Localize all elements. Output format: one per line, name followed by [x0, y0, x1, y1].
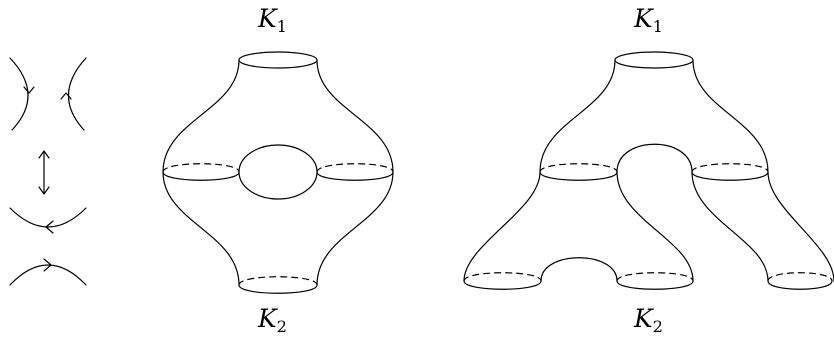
bottom-circle-3-front — [767, 280, 833, 290]
arc-top-left — [9, 57, 29, 131]
bottom-boundary-back — [238, 276, 318, 286]
arrow-tip-top-right — [60, 92, 72, 100]
left-cross-section-front — [539, 171, 618, 181]
right-cross-section-back — [316, 163, 394, 173]
bottom-circle-1-back — [463, 272, 542, 282]
small-bottom-arch — [540, 257, 618, 282]
central-hole — [238, 144, 318, 200]
double-arrow-head-up — [38, 150, 50, 159]
arrow-tip-smile — [45, 220, 54, 234]
left-cross-section-back — [162, 163, 240, 173]
left-outer-contour — [463, 59, 616, 282]
left-cross-section-front — [162, 171, 240, 181]
left-outer-contour — [162, 59, 240, 286]
right-cobordism-surface — [463, 51, 834, 290]
top-boundary-circle — [238, 51, 318, 69]
right-cross-section-back — [691, 163, 769, 173]
bottom-boundary-front — [238, 284, 318, 294]
middle-arch — [616, 143, 693, 173]
inner-left-contour — [616, 171, 694, 282]
arrow-tip-top-left — [23, 86, 35, 94]
label-k2-right: K2 — [634, 304, 663, 336]
arc-frown — [9, 264, 87, 286]
right-cross-section-front — [316, 171, 394, 181]
arc-smile — [9, 207, 87, 228]
bottom-circle-1-front — [463, 280, 542, 290]
bottom-circle-3-back — [767, 272, 833, 282]
middle-cobordism-surface — [162, 51, 394, 294]
left-cross-section-back — [539, 163, 618, 173]
label-k2-left: K2 — [258, 304, 287, 336]
top-boundary-circle — [614, 51, 694, 69]
right-cross-section-front — [691, 171, 769, 181]
label-k1-right: K1 — [634, 4, 663, 36]
right-outer-contour — [692, 59, 834, 282]
double-arrow-head-down — [38, 186, 50, 195]
saddle-move-illustration — [9, 57, 87, 286]
inner-right-contour — [691, 171, 769, 282]
label-k1-left: K1 — [258, 4, 287, 36]
right-outer-contour — [316, 59, 394, 286]
arc-top-right — [67, 57, 87, 131]
bottom-circle-2-front — [616, 280, 694, 290]
bottom-circle-2-back — [616, 272, 694, 282]
arrow-tip-frown — [43, 258, 52, 272]
